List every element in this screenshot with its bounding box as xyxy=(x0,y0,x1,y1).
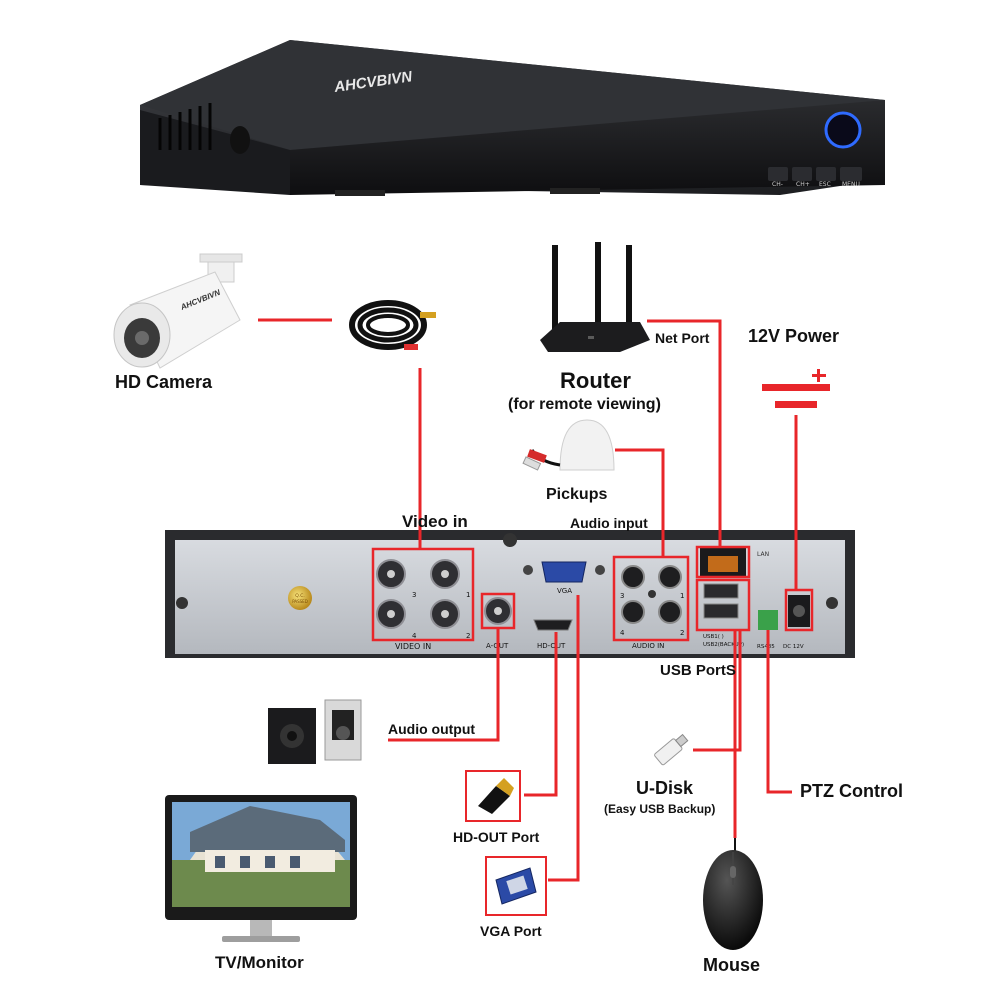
usb-port-2[interactable] xyxy=(703,603,739,619)
audio-ch1-label: 1 xyxy=(680,592,684,600)
line-router-lan xyxy=(647,319,722,547)
hd-camera-image: AHCVBIVN xyxy=(113,253,243,369)
highlight-lan xyxy=(695,545,751,579)
dc-power-symbol xyxy=(762,369,830,408)
foot xyxy=(550,188,600,194)
panel-label-video-in: VIDEO IN xyxy=(395,642,431,651)
connector-lines xyxy=(258,318,798,882)
panel-label-usb2: USB2(BACKUP) xyxy=(703,642,744,648)
speakers-image xyxy=(268,699,362,764)
side-hole xyxy=(230,126,250,154)
label-router: Router xyxy=(560,368,631,393)
panel-label-vga: VGA xyxy=(557,587,572,595)
video-ch3-label: 3 xyxy=(412,591,416,599)
label-net-port: Net Port xyxy=(655,330,710,346)
front-button-ch-minus[interactable] xyxy=(768,167,788,181)
highlight-usb xyxy=(695,578,751,632)
video-in-bnc-ports[interactable]: 3 1 4 2 xyxy=(376,559,470,640)
port-highlight-boxes xyxy=(371,545,814,642)
audio-ch2-label: 2 xyxy=(680,629,684,637)
hdmi-cable-image xyxy=(478,778,514,814)
front-buttons: CH- CH+ ESC MENU xyxy=(768,167,862,188)
screw xyxy=(176,597,188,609)
label-tv-monitor: TV/Monitor xyxy=(215,953,304,972)
label-u-disk-sub: (Easy USB Backup) xyxy=(604,802,716,816)
label-u-disk: U-Disk xyxy=(636,778,694,798)
router-image xyxy=(540,242,650,352)
highlight-dc xyxy=(784,588,814,632)
label-ptz-control: PTZ Control xyxy=(800,781,903,801)
front-label-ch-minus: CH- xyxy=(772,181,783,188)
highlight-video-in xyxy=(371,547,475,642)
front-button-esc[interactable] xyxy=(816,167,836,181)
front-button-ch-plus[interactable] xyxy=(792,167,812,181)
usb-disk-image xyxy=(654,733,689,766)
line-hdout-port xyxy=(524,632,558,797)
front-label-menu: MENU xyxy=(842,181,860,188)
vga-cable-image xyxy=(495,867,537,905)
screw xyxy=(826,597,838,609)
front-label-ch-plus: CH+ xyxy=(796,181,810,188)
label-audio-input: Audio input xyxy=(570,515,648,531)
label-usb-ports: USB PortS xyxy=(660,662,736,679)
audio-ch3-label: 3 xyxy=(620,592,624,600)
vent-grille xyxy=(158,103,212,150)
hd-out-port[interactable] xyxy=(533,619,573,631)
video-ch1-label: 1 xyxy=(466,591,470,599)
label-vga-port: VGA Port xyxy=(480,923,542,939)
panel-label-hd-out: HD-OUT xyxy=(537,642,566,650)
panel-label-lan: LAN xyxy=(757,551,769,558)
usb-port-1[interactable] xyxy=(703,583,739,599)
qc-label: Q.C. xyxy=(295,593,305,599)
qc-passed-sticker xyxy=(288,586,312,610)
screw xyxy=(503,533,517,547)
panel-label-audio-in: AUDIO IN xyxy=(632,642,664,650)
label-hd-out-port: HD-OUT Port xyxy=(453,829,540,845)
label-mouse: Mouse xyxy=(703,955,761,975)
video-ch4-label: 4 xyxy=(412,632,417,640)
bnc-cable-coil xyxy=(349,300,436,350)
rs485-terminal[interactable] xyxy=(758,610,778,630)
label-video-in: Video in xyxy=(402,512,468,531)
dvr-front-device: AHCVBIVN CH- CH+ ESC MENU xyxy=(140,40,885,196)
hdmi-cable-box xyxy=(465,770,521,822)
line-rs485-ptz xyxy=(766,630,792,794)
mouse-image xyxy=(703,838,763,950)
audio-in-rca-ports[interactable]: 3 1 4 2 xyxy=(620,565,684,637)
line-vga-port xyxy=(548,595,580,882)
panel-label-dc12v: DC 12V xyxy=(783,644,804,650)
line-pickup-audio-in xyxy=(615,448,665,557)
line-usb-udisk xyxy=(693,630,742,752)
label-pickups: Pickups xyxy=(546,486,608,503)
rca-port-1[interactable] xyxy=(658,565,682,589)
audio-ch4-label: 4 xyxy=(620,629,625,637)
label-audio-output: Audio output xyxy=(388,721,476,737)
rca-port-3[interactable] xyxy=(621,565,645,589)
pickup-microphone-image xyxy=(522,419,615,471)
qc-passed-label: PASSED xyxy=(292,599,308,604)
vga-cable-box xyxy=(485,856,547,916)
front-button-menu[interactable] xyxy=(840,167,862,181)
power-button[interactable] xyxy=(824,111,862,149)
label-hd-camera: HD Camera xyxy=(115,372,213,392)
front-label-esc: ESC xyxy=(819,181,831,188)
label-router-sub: (for remote viewing) xyxy=(508,396,661,413)
panel-label-usb1: USB1( ) xyxy=(703,634,724,640)
video-ch2-label: 2 xyxy=(466,632,470,640)
highlight-audio-in xyxy=(612,555,690,642)
vga-port[interactable] xyxy=(541,561,587,583)
tv-monitor-image xyxy=(165,795,357,942)
panel-label-rs485: RS485 xyxy=(757,644,775,650)
foot xyxy=(335,190,385,196)
label-12v-power: 12V Power xyxy=(748,326,840,346)
line-a-out-speaker xyxy=(388,628,500,742)
rca-port-2[interactable] xyxy=(658,600,682,624)
rca-port-4[interactable] xyxy=(621,600,645,624)
dvr-back-panel: Q.C. PASSED 3 1 4 2 VIDEO IN A-OUT xyxy=(165,530,855,658)
